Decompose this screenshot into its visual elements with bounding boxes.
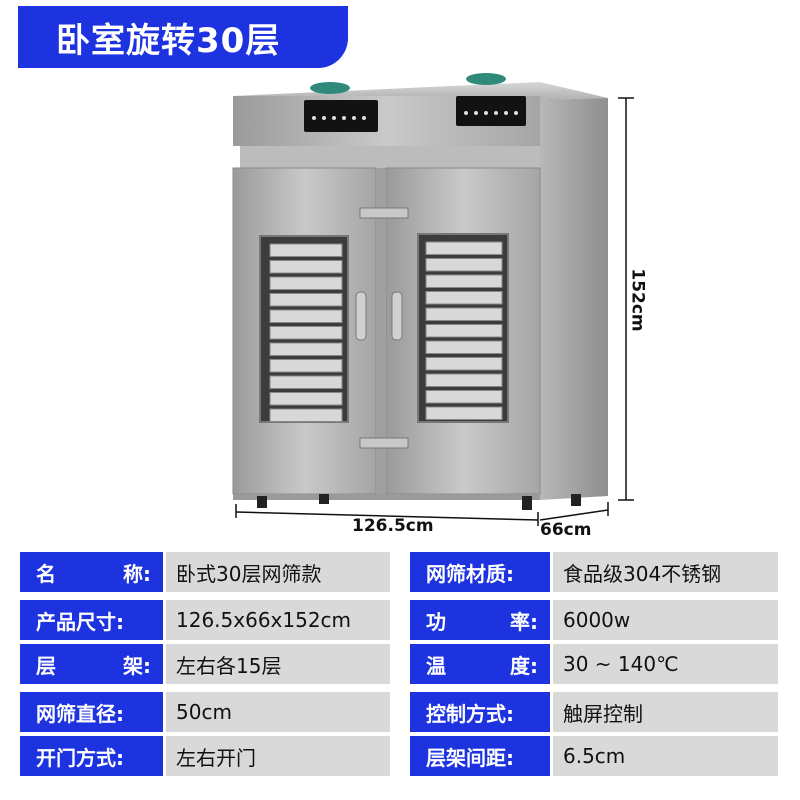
top-fan-left — [310, 82, 350, 94]
depth-label: 66cm — [540, 520, 592, 540]
tray — [269, 243, 343, 257]
spec-value: 50cm — [166, 692, 390, 732]
top-fan-right — [466, 73, 506, 85]
spec-label: 开门方式: — [20, 736, 163, 776]
tray — [425, 357, 503, 371]
spec-value: 6000w — [553, 600, 778, 640]
caster-wheel — [319, 494, 329, 504]
right-door-handle — [391, 291, 403, 341]
tray — [269, 375, 343, 389]
caster-wheel — [522, 496, 532, 510]
height-label: 152cm — [627, 268, 648, 332]
spec-label: 网筛直径: — [20, 692, 163, 732]
spec-value: 卧式30层网筛款 — [166, 552, 390, 592]
spec-table: 名 称: 卧式30层网筛款 产品尺寸: 126.5x66x152cm 层 架: … — [0, 552, 800, 792]
tray — [425, 406, 503, 420]
cabinet-top — [233, 82, 608, 100]
tray — [269, 392, 343, 406]
spec-label: 控制方式: — [410, 692, 550, 732]
tray — [425, 307, 503, 321]
left-door-handle — [355, 291, 367, 341]
tray — [425, 291, 503, 305]
caster-wheel — [571, 494, 581, 506]
tray — [269, 276, 343, 290]
cabinet-base — [233, 494, 540, 500]
tray — [269, 260, 343, 274]
spec-value: 6.5cm — [553, 736, 778, 776]
lower-latch — [359, 437, 409, 449]
tray — [425, 324, 503, 338]
control-panel-left — [304, 100, 378, 132]
right-trays — [425, 241, 503, 420]
left-trays — [269, 243, 343, 422]
label-part: 温 — [426, 653, 446, 678]
tray — [425, 274, 503, 288]
spec-value: 左右开门 — [166, 736, 390, 776]
spec-value: 食品级304不锈钢 — [553, 552, 778, 592]
spec-label: 名 称: — [20, 552, 163, 592]
tray — [269, 326, 343, 340]
spec-value: 左右各15层 — [166, 644, 390, 684]
label-part: 功 — [426, 609, 446, 634]
spec-label: 功 率: — [410, 600, 550, 640]
label-part: 度: — [510, 653, 538, 678]
width-dimension-line — [235, 511, 539, 521]
width-label: 126.5cm — [352, 516, 434, 536]
tray — [269, 309, 343, 323]
label-part: 率: — [510, 609, 538, 634]
cabinet-upper-band — [240, 146, 540, 168]
depth-dimension-line — [539, 509, 609, 521]
label-part: 层 — [36, 653, 56, 678]
cabinet-side — [540, 98, 608, 500]
control-panel-right — [456, 96, 526, 126]
tray — [269, 408, 343, 422]
door-divider — [376, 168, 386, 494]
upper-latch — [359, 207, 409, 219]
spec-value: 126.5x66x152cm — [166, 600, 390, 640]
tray — [425, 258, 503, 272]
label-part: 名 — [36, 561, 56, 586]
spec-value: 30 ~ 140℃ — [553, 644, 778, 684]
product-title: 卧室旋转30层 — [18, 6, 348, 68]
spec-label: 层 架: — [20, 644, 163, 684]
spec-label: 层架间距: — [410, 736, 550, 776]
tray — [269, 359, 343, 373]
spec-value: 触屏控制 — [553, 692, 778, 732]
label-part: 架: — [123, 653, 151, 678]
tray — [269, 293, 343, 307]
tray — [425, 373, 503, 387]
dryer-cabinet-illustration — [232, 73, 634, 526]
tray — [425, 390, 503, 404]
label-part: 称: — [123, 561, 151, 586]
spec-label: 温 度: — [410, 644, 550, 684]
spec-label: 产品尺寸: — [20, 600, 163, 640]
caster-wheel — [257, 496, 267, 508]
tray — [425, 241, 503, 255]
tray — [425, 340, 503, 354]
tray — [269, 342, 343, 356]
product-image: 126.5cm 66cm 152cm — [232, 73, 648, 540]
spec-label: 网筛材质: — [410, 552, 550, 592]
